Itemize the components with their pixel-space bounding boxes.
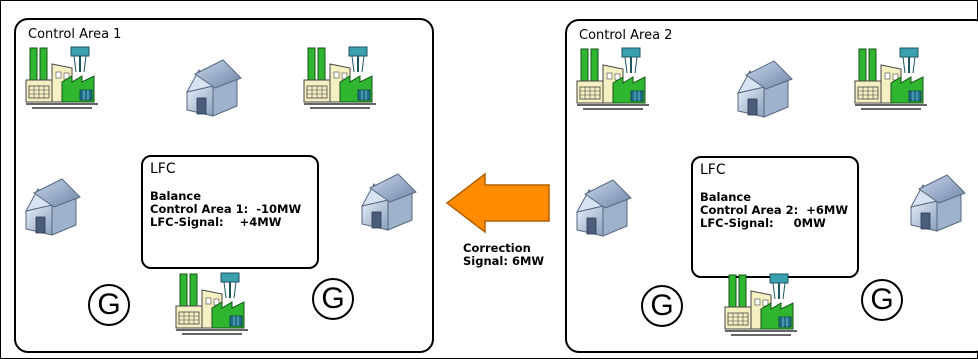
generator-icon: G	[861, 279, 903, 321]
control-area-1-title: Control Area 1	[28, 27, 122, 42]
generator-icon: G	[88, 284, 130, 326]
factory-icon	[175, 272, 249, 335]
arrow-icon	[445, 172, 550, 234]
house-icon	[25, 178, 81, 236]
factory-icon	[724, 273, 798, 336]
lfc-title: LFC	[700, 162, 726, 178]
correction-arrow-shape	[445, 172, 550, 234]
house-icon	[910, 174, 966, 232]
control-area-1: Control Area 1 LFC Balance Control Area …	[14, 18, 434, 353]
lfc-panel-area-2: LFC Balance Control Area 2: +6MW LFC-Sig…	[691, 156, 859, 278]
lfc-balance-text: Balance Control Area 1: -10MW LFC-Signal…	[150, 189, 302, 229]
control-area-2-title: Control Area 2	[579, 28, 673, 43]
generator-icon: G	[641, 285, 683, 327]
factory-icon	[576, 47, 650, 110]
factory-icon	[25, 46, 99, 109]
house-icon	[737, 60, 793, 118]
lfc-balance-text: Balance Control Area 2: +6MW LFC-Signal:…	[700, 190, 849, 230]
generator-icon: G	[312, 278, 354, 320]
lfc-panel-area-1: LFC Balance Control Area 1: -10MW LFC-Si…	[141, 155, 319, 269]
factory-icon	[303, 46, 377, 109]
control-area-2: Control Area 2 LFC Balance Control Area …	[565, 19, 978, 353]
house-icon	[361, 173, 417, 231]
factory-icon	[854, 47, 928, 110]
correction-signal-label: Correction Signal: 6MW	[463, 241, 545, 268]
house-icon	[576, 179, 632, 237]
house-icon	[186, 59, 242, 117]
lfc-title: LFC	[150, 161, 176, 177]
